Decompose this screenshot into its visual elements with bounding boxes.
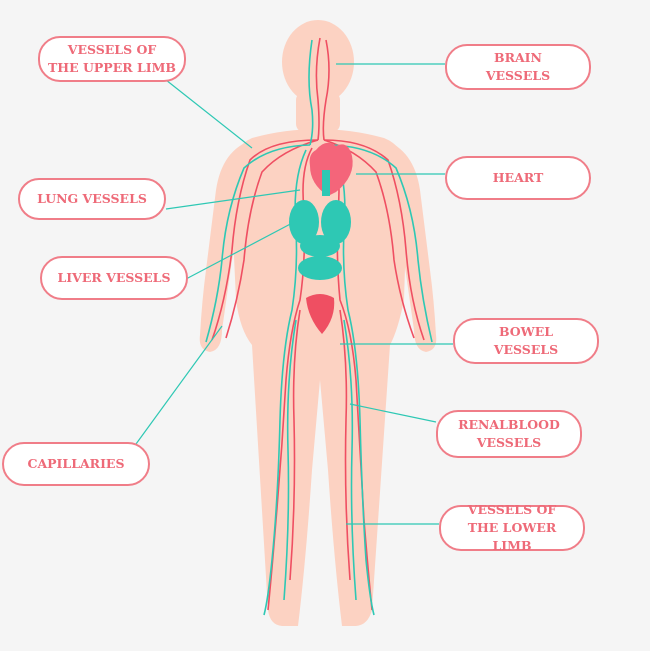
- label-brain: BRAIN VESSELS: [445, 44, 591, 90]
- head: [282, 20, 354, 104]
- label-liver-text: LIVER VESSELS: [57, 270, 171, 285]
- left-arm: [199, 140, 252, 352]
- organs: [289, 142, 353, 334]
- leader-lines: [135, 63, 453, 525]
- label-lower-limb-line-2: THE LOWER LIMB: [467, 520, 557, 553]
- torso: [230, 129, 408, 626]
- leader-upper-limb: [165, 79, 253, 149]
- label-heart-text: HEART: [492, 170, 544, 185]
- label-lower-limb-line-1: VESSELS OF: [467, 502, 557, 517]
- label-capillaries-text: CAPILLARIES: [27, 456, 125, 471]
- label-brain-line-2: VESSELS: [485, 68, 551, 83]
- label-upper-limb: VESSELS OF THE UPPER LIMB: [38, 36, 186, 82]
- label-liver: LIVER VESSELS: [40, 256, 188, 300]
- label-lung-text: LUNG VESSELS: [37, 191, 147, 206]
- heart-organ: [309, 142, 353, 196]
- label-renal: RENALBLOOD VESSELS: [436, 410, 582, 458]
- label-bowel-line-2: VESSELS: [493, 342, 559, 357]
- label-upper-limb-line-1: VESSELS OF: [67, 42, 157, 57]
- stomach-organ: [298, 256, 342, 280]
- label-heart: HEART: [445, 156, 591, 200]
- label-renal-line-2: VESSELS: [476, 435, 542, 450]
- liver-organ: [300, 235, 340, 257]
- leader-renal: [349, 403, 437, 423]
- label-bowel: BOWEL VESSELS: [453, 318, 599, 364]
- aorta: [322, 170, 330, 196]
- right-lung: [321, 200, 351, 244]
- label-renal-line-1: RENALBLOOD: [458, 417, 560, 432]
- label-capillaries: CAPILLARIES: [2, 442, 150, 486]
- leader-liver: [185, 219, 299, 280]
- label-lung: LUNG VESSELS: [18, 178, 166, 220]
- leader-lung: [165, 189, 301, 210]
- bowel-organ: [306, 294, 335, 334]
- left-lung: [289, 200, 319, 244]
- label-lower-limb: VESSELS OF THE LOWER LIMB: [439, 502, 585, 553]
- leader-capillaries: [135, 325, 223, 445]
- label-bowel-line-1: BOWEL: [498, 324, 554, 339]
- label-brain-line-1: BRAIN: [494, 50, 542, 65]
- label-upper-limb-line-2: THE UPPER LIMB: [48, 60, 176, 75]
